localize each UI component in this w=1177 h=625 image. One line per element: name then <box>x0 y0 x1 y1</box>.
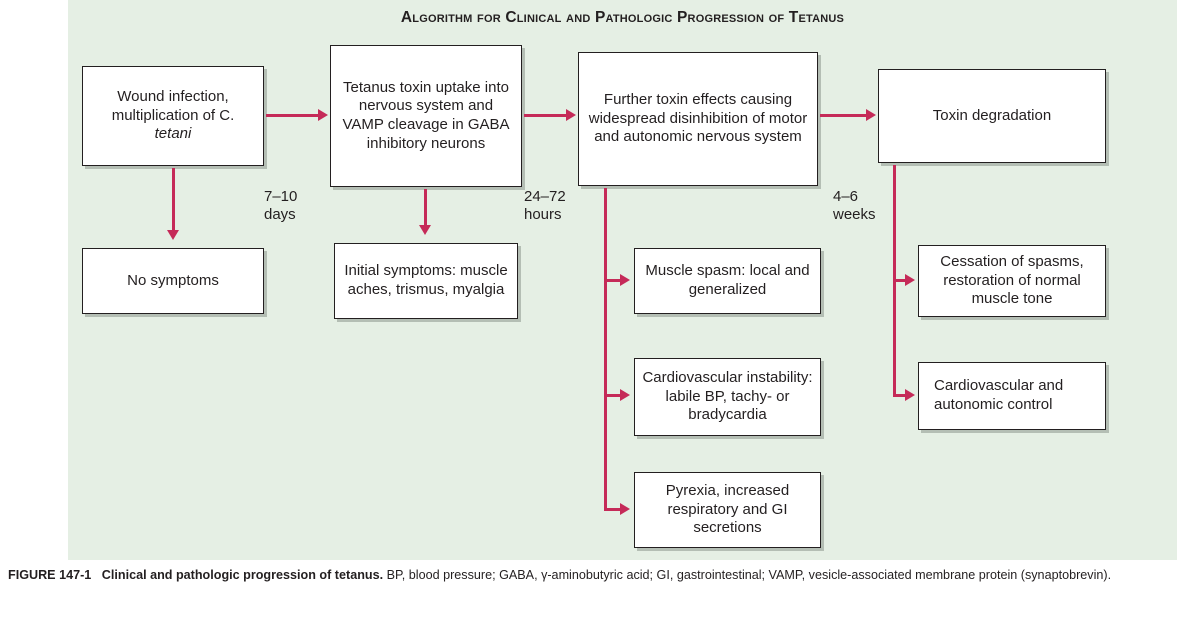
connector-uptake-to-further <box>524 114 566 117</box>
node-cessation-of-spasms-label: Cessation of spasms, restoration of norm… <box>940 252 1084 308</box>
arrowhead-trunk-to-muscle-spasm <box>620 274 630 286</box>
arrowhead-further-to-degradation <box>866 109 876 121</box>
caption-figure-number: FIGURE 147-1 <box>8 568 92 582</box>
node-muscle-spasm[interactable]: Muscle spasm: local and generalized <box>634 248 821 314</box>
node-initial-symptoms[interactable]: Initial symptoms: muscle aches, trismus,… <box>334 243 518 319</box>
node-toxin-uptake-label: Tetanus toxin uptake into nervous system… <box>342 78 510 152</box>
connector-trunk-to-cardiovascular-instability <box>604 394 622 397</box>
caption-abbreviations: BP, blood pressure; GABA, γ-aminobutyric… <box>386 568 1112 582</box>
node-cardiovascular-instability[interactable]: Cardiovascular instability: labile BP, t… <box>634 358 821 436</box>
arrowhead-wound-to-uptake <box>318 109 328 121</box>
arrowhead-uptake-to-further <box>566 109 576 121</box>
node-cardiovascular-control-label: Cardiovascular and autonomic control <box>934 377 1064 413</box>
arrowhead-trunk-to-pyrexia <box>620 503 630 515</box>
node-further-effects[interactable]: Further toxin effects causing widespread… <box>578 52 818 186</box>
node-cessation-of-spasms[interactable]: Cessation of spasms, restoration of norm… <box>918 245 1106 317</box>
connector-further-to-degradation <box>820 114 866 117</box>
connector-uptake-to-initial-symptoms <box>424 189 427 225</box>
figure-title: Algorithm for Clinical and Pathologic Pr… <box>400 9 845 26</box>
node-no-symptoms[interactable]: No symptoms <box>82 248 264 314</box>
node-wound-infection[interactable]: Wound infection,multiplication of C.teta… <box>82 66 264 166</box>
connector-trunk-to-cardiovascular-control <box>893 394 907 397</box>
node-cardiovascular-control[interactable]: Cardiovascular and autonomic control <box>918 362 1106 430</box>
node-toxin-degradation[interactable]: Toxin degradation <box>878 69 1106 163</box>
connector-trunk-to-muscle-spasm <box>604 279 622 282</box>
connector-further-effects-trunk <box>604 188 607 511</box>
timing-label-4-6-weeks: 4–6 weeks <box>833 188 876 224</box>
node-no-symptoms-label: No symptoms <box>127 271 219 289</box>
connector-trunk-to-cessation <box>893 279 907 282</box>
node-wound-infection-label: Wound infection,multiplication of C.teta… <box>111 87 235 143</box>
timing-label-7-10-days: 7–10 days <box>264 188 298 224</box>
node-further-effects-label: Further toxin effects causing widespread… <box>588 90 808 146</box>
arrowhead-wound-to-no-symptoms <box>167 230 179 240</box>
node-muscle-spasm-label: Muscle spasm: local and generalized <box>645 262 810 298</box>
node-cardiovascular-instability-label: Cardiovascular instability: labile BP, t… <box>642 368 813 424</box>
timing-label-24-72-hours: 24–72 hours <box>524 188 566 224</box>
node-pyrexia-label: Pyrexia, increased respiratory and GI se… <box>665 481 790 537</box>
arrowhead-uptake-to-initial-symptoms <box>419 225 431 235</box>
node-toxin-degradation-label: Toxin degradation <box>932 106 1052 124</box>
connector-wound-to-uptake <box>266 114 318 117</box>
caption-figure-title: Clinical and pathologic progression of t… <box>101 568 384 582</box>
node-pyrexia[interactable]: Pyrexia, increased respiratory and GI se… <box>634 472 821 548</box>
node-initial-symptoms-label: Initial symptoms: muscle aches, trismus,… <box>344 262 508 298</box>
connector-trunk-to-pyrexia <box>604 508 622 511</box>
connector-wound-to-no-symptoms <box>172 168 175 230</box>
figure-caption: FIGURE 147-1 Clinical and pathologic pro… <box>8 567 1170 585</box>
arrowhead-trunk-to-cessation <box>905 274 915 286</box>
node-toxin-uptake[interactable]: Tetanus toxin uptake into nervous system… <box>330 45 522 187</box>
arrowhead-trunk-to-cardiovascular-instability <box>620 389 630 401</box>
arrowhead-trunk-to-cardiovascular-control <box>905 389 915 401</box>
